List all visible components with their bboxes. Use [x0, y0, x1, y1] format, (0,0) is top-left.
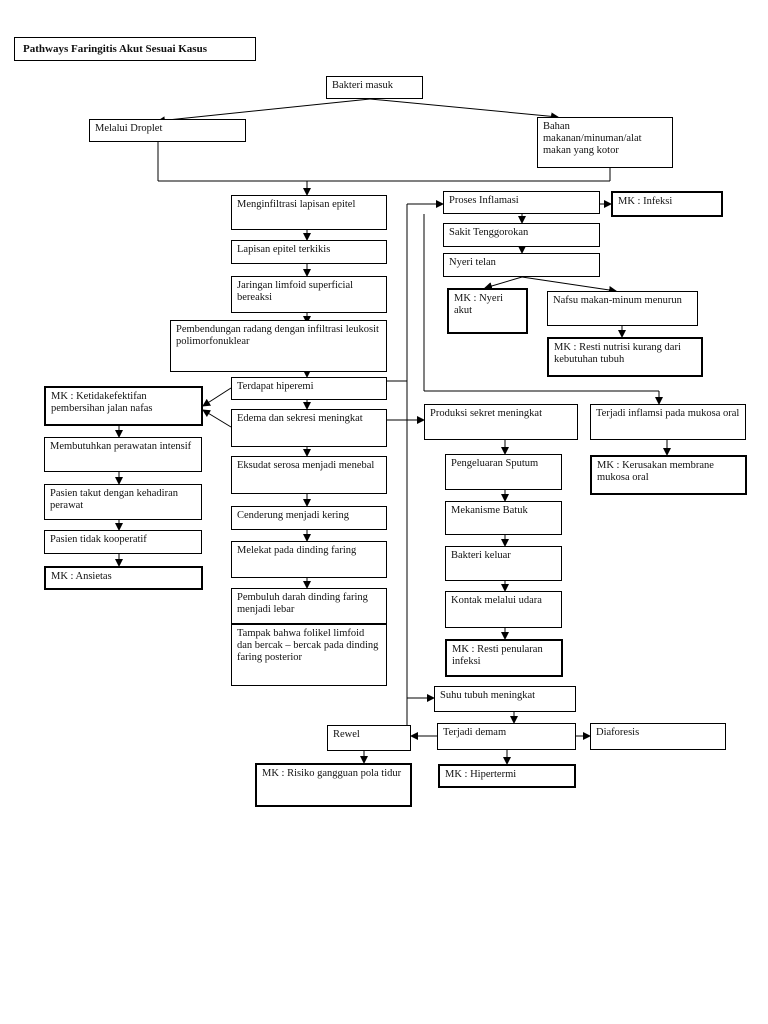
node-nyeri-telan: Nyeri telan — [443, 253, 600, 277]
node-pasien-tidak-kooperatif: Pasien tidak kooperatif — [44, 530, 202, 554]
node-bakteri-masuk: Bakteri masuk — [326, 76, 423, 99]
node-eksudat: Eksudat serosa menjadi menebal — [231, 456, 387, 494]
node-mk-kerusakan: MK : Kerusakan membrane mukosa oral — [590, 455, 747, 495]
node-terjadi-demam: Terjadi demam — [437, 723, 576, 750]
diagram-title: Pathways Faringitis Akut Sesuai Kasus — [14, 37, 256, 61]
node-terdapat-hiperemi: Terdapat hiperemi — [231, 377, 387, 400]
node-pembendungan: Pembendungan radang dengan infiltrasi le… — [170, 320, 387, 372]
node-melekat: Melekat pada dinding faring — [231, 541, 387, 578]
node-mk-infeksi: MK : Infeksi — [611, 191, 723, 217]
node-suhu-tubuh: Suhu tubuh meningkat — [434, 686, 576, 712]
node-sakit-tenggorokan: Sakit Tenggorokan — [443, 223, 600, 247]
node-diaforesis: Diaforesis — [590, 723, 726, 750]
node-produksi-sekret: Produksi sekret meningkat — [424, 404, 578, 440]
node-mk-ketidakefektifan: MK : Ketidakefektifan pembersihan jalan … — [44, 386, 203, 426]
node-mk-risiko-tidur: MK : Risiko gangguan pola tidur — [255, 763, 412, 807]
node-terjadi-inflamasi-oral: Terjadi inflamsi pada mukosa oral — [590, 404, 746, 440]
node-rewel: Rewel — [327, 725, 411, 751]
node-pengeluaran-sputum: Pengeluaran Sputum — [445, 454, 562, 490]
node-nafsu-makan: Nafsu makan-minum menurun — [547, 291, 698, 326]
node-mk-nyeri-akut: MK : Nyeri akut — [447, 288, 528, 334]
node-jaringan-limfoid: Jaringan limfoid superficial bereaksi — [231, 276, 387, 313]
node-melalui-droplet: Melalui Droplet — [89, 119, 246, 142]
node-edema: Edema dan sekresi meningkat — [231, 409, 387, 447]
node-kontak-udara: Kontak melalui udara — [445, 591, 562, 628]
node-pembuluh-darah: Pembuluh darah dinding faring menjadi le… — [231, 588, 387, 624]
node-mk-hipertermi: MK : Hipertermi — [438, 764, 576, 788]
node-mk-resti-penularan: MK : Resti penularan infeksi — [445, 639, 563, 677]
node-tampak-folikel: Tampak bahwa folikel limfoid dan bercak … — [231, 624, 387, 686]
node-membutuhkan-perawatan: Membutuhkan perawatan intensif — [44, 437, 202, 472]
node-cenderung-kering: Cenderung menjadi kering — [231, 506, 387, 530]
node-mk-ansietas: MK : Ansietas — [44, 566, 203, 590]
node-pasien-takut: Pasien takut dengan kehadiran perawat — [44, 484, 202, 520]
node-menginfiltrasi: Menginfiltrasi lapisan epitel — [231, 195, 387, 230]
node-bahan-makanan: Bahan makanan/minuman/alat makan yang ko… — [537, 117, 673, 168]
node-bakteri-keluar: Bakteri keluar — [445, 546, 562, 581]
node-proses-inflamasi: Proses Inflamasi — [443, 191, 600, 214]
node-mk-resti-nutrisi: MK : Resti nutrisi kurang dari kebutuhan… — [547, 337, 703, 377]
node-lapisan-terkikis: Lapisan epitel terkikis — [231, 240, 387, 264]
node-mekanisme-batuk: Mekanisme Batuk — [445, 501, 562, 535]
